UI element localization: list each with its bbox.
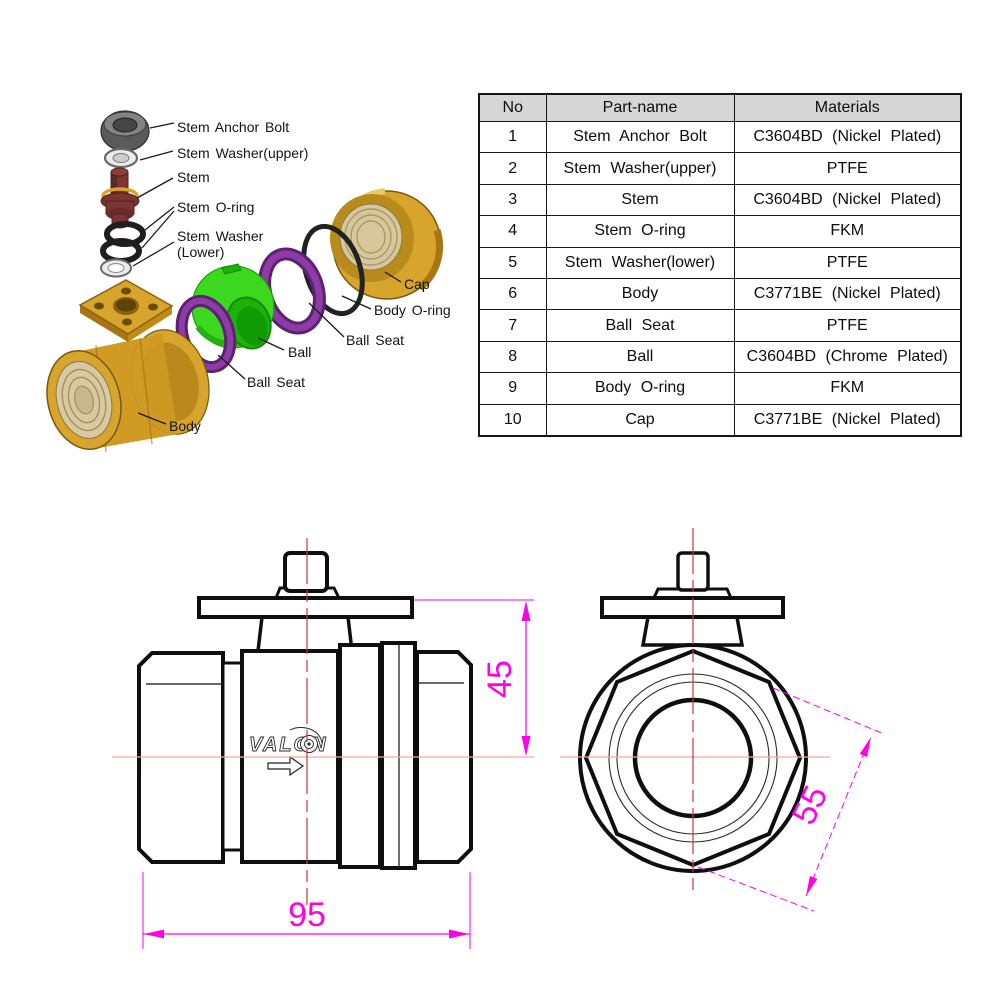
stem-oring-2-part — [100, 238, 142, 264]
stem-washer-lower-part — [100, 258, 132, 278]
cell-materials: C3771BE (Nickel Plated) — [733, 403, 962, 437]
cell-part-name: Stem Washer(upper) — [545, 152, 735, 185]
label-stem-anchor-bolt: Stem Anchor Bolt — [177, 119, 289, 135]
ball-part — [191, 263, 275, 350]
table-row-3: 3 Stem C3604BD (Nickel Plated) — [478, 183, 962, 217]
cell-no: 10 — [478, 403, 547, 437]
label-body: Body — [169, 418, 201, 434]
stem-anchor-bolt-part — [100, 110, 150, 152]
label-ball-seat-right: Ball Seat — [346, 332, 404, 348]
dim-45-text: 45 — [481, 660, 519, 698]
cell-no: 6 — [478, 277, 547, 311]
cell-part-name: Ball Seat — [545, 309, 735, 342]
logo-swoosh — [289, 726, 323, 744]
table-row-10: 10 Cap C3771BE (Nickel Plated) — [478, 403, 962, 437]
cell-materials: FKM — [733, 215, 962, 248]
label-stem-washer-upper: Stem Washer(upper) — [177, 145, 308, 161]
cell-part-name: Ball — [545, 340, 735, 374]
cell-materials: C3604BD (Chrome Plated) — [733, 340, 962, 374]
header-materials: Materials — [733, 93, 962, 122]
cell-no: 3 — [478, 183, 547, 217]
stem-washer-upper-part — [103, 147, 139, 169]
flow-arrow-icon — [267, 755, 305, 777]
label-ball: Ball — [288, 344, 311, 360]
cell-no: 4 — [478, 215, 547, 248]
body-oring-part — [301, 223, 365, 317]
cell-no: 9 — [478, 372, 547, 405]
stem-nut-outline — [283, 551, 329, 593]
cell-no: 2 — [478, 152, 547, 185]
body-part — [46, 279, 210, 453]
label-body-oring: Body O-ring — [374, 302, 451, 318]
table-row-1: 1 Stem Anchor Bolt C3604BD (Nickel Plate… — [478, 120, 962, 154]
label-stem-washer-lower-1: Stem Washer — [177, 228, 264, 244]
label-stem-oring: Stem O-ring — [177, 199, 254, 215]
cell-part-name: Body O-ring — [545, 372, 735, 405]
cell-no: 5 — [478, 246, 547, 279]
table-row-6: 6 Body C3771BE (Nickel Plated) — [478, 277, 962, 311]
cell-part-name: Stem — [545, 183, 735, 217]
cell-materials: PTFE — [733, 309, 962, 342]
cell-no: 7 — [478, 309, 547, 342]
cap-flange-outline — [338, 643, 382, 869]
cell-materials: FKM — [733, 372, 962, 405]
cell-materials: PTFE — [733, 246, 962, 279]
end-view-drawing: 55 — [560, 528, 885, 912]
front-view-drawing: VALON 45 95 — [112, 538, 534, 949]
label-stem: Stem — [177, 169, 210, 185]
cell-no: 8 — [478, 340, 547, 374]
cell-part-name: Stem Anchor Bolt — [545, 120, 735, 154]
table-row-5: 5 Stem Washer(lower) PTFE — [478, 246, 962, 279]
table-row-2: 2 Stem Washer(upper) PTFE — [478, 152, 962, 185]
handle-plate-outline — [197, 596, 414, 619]
label-ball-seat-left: Ball Seat — [247, 374, 305, 390]
cell-materials: C3771BE (Nickel Plated) — [733, 277, 962, 311]
header-no: No — [478, 93, 547, 122]
dimension-95: 95 — [142, 872, 471, 949]
cell-part-name: Body — [545, 277, 735, 311]
cell-materials: C3604BD (Nickel Plated) — [733, 120, 962, 154]
stem-part — [100, 167, 140, 229]
cell-materials: PTFE — [733, 152, 962, 185]
cell-no: 1 — [478, 120, 547, 154]
table-row-9: 9 Body O-ring FKM — [478, 372, 962, 405]
header-part-name: Part-name — [545, 93, 735, 122]
dim-95-text: 95 — [288, 896, 326, 934]
dimension-45: 45 — [414, 599, 534, 756]
cell-materials: C3604BD (Nickel Plated) — [733, 183, 962, 217]
stem-gland-outline — [256, 615, 354, 653]
table-header-row: No Part-name Materials — [478, 93, 962, 122]
leader-lines — [132, 122, 402, 425]
label-cap: Cap — [404, 276, 430, 292]
table-row-7: 7 Ball Seat PTFE — [478, 309, 962, 342]
exploded-view: Stem Anchor Bolt Stem Washer(upper) Stem… — [46, 110, 451, 453]
cell-part-name: Stem Washer(lower) — [545, 246, 735, 279]
cell-part-name: Cap — [545, 403, 735, 437]
table-row-4: 4 Stem O-ring FKM — [478, 215, 962, 248]
cell-part-name: Stem O-ring — [545, 215, 735, 248]
label-stem-washer-lower-2: (Lower) — [177, 244, 224, 260]
table-row-8: 8 Ball C3604BD (Chrome Plated) — [478, 340, 962, 374]
parts-table: No Part-name Materials 1 Stem Anchor Bol… — [478, 93, 962, 437]
